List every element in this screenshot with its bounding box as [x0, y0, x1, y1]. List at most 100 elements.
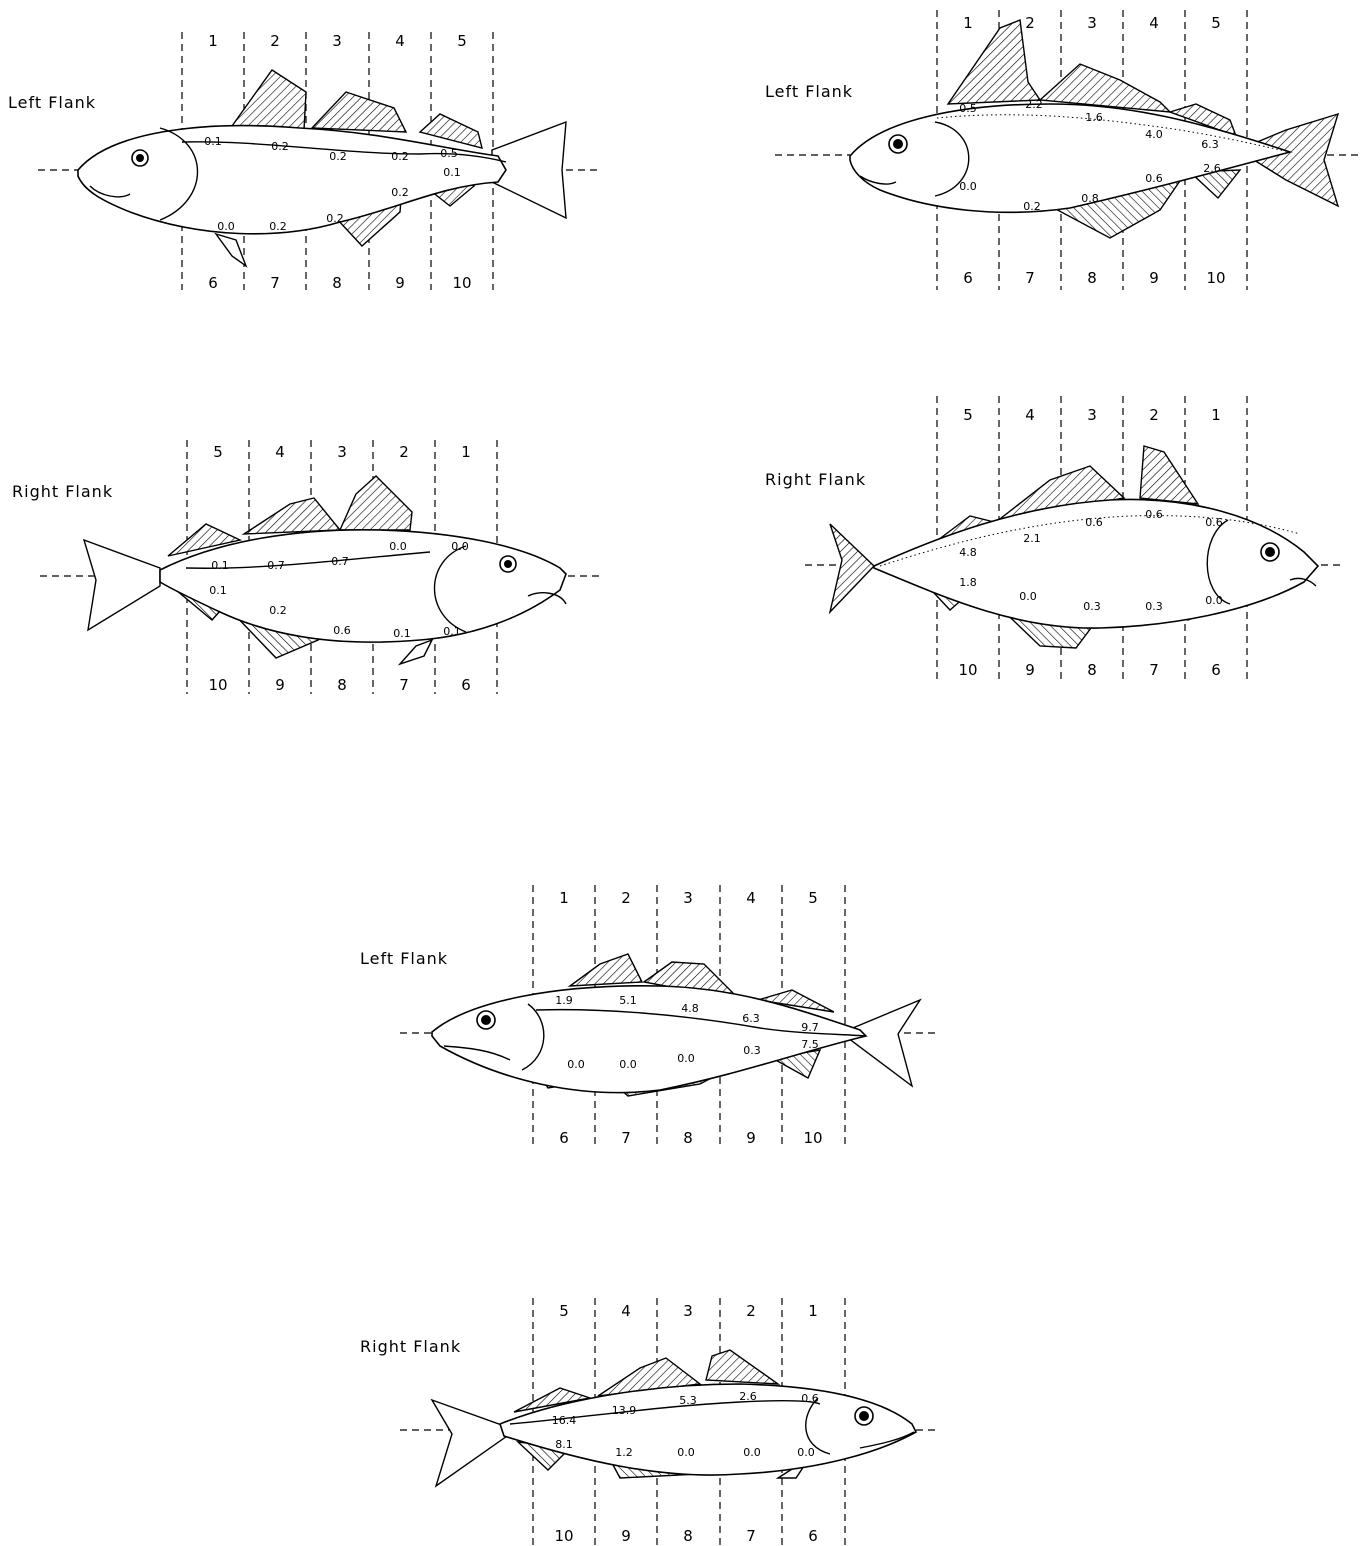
- value-label: 2.6: [739, 1390, 757, 1403]
- value-label: 0.0: [217, 220, 235, 233]
- value-label: 0.5: [440, 147, 458, 160]
- panel-whiting-right: Right Flank 5 4 3: [360, 1298, 940, 1546]
- zone-label: 5: [808, 889, 818, 907]
- lower-zone-labels: 6 7 8 9 10: [963, 269, 1225, 287]
- zone-label: 10: [803, 1129, 822, 1147]
- zone-label: 7: [1025, 269, 1035, 287]
- zone-label: 7: [399, 676, 409, 694]
- value-label: 2.2: [1025, 98, 1043, 111]
- value-label: 0.1: [211, 559, 229, 572]
- value-label: 0.3: [1083, 600, 1101, 613]
- zone-label: 6: [559, 1129, 569, 1147]
- value-label: 4.8: [959, 546, 977, 559]
- zone-label: 4: [621, 1302, 631, 1320]
- zone-label: 2: [1149, 406, 1159, 424]
- value-label: 5.3: [679, 1394, 697, 1407]
- value-label: 0.6: [1145, 508, 1163, 521]
- zone-label: 9: [746, 1129, 756, 1147]
- value-label: 0.0: [959, 180, 977, 193]
- value-label: 0.6: [801, 1392, 819, 1405]
- panel-cod-left: Left Flank 1 2 3: [8, 32, 600, 292]
- value-label: 0.3: [743, 1044, 761, 1057]
- zone-label: 7: [1149, 661, 1159, 679]
- zone-label: 8: [683, 1129, 693, 1147]
- zone-label: 8: [683, 1527, 693, 1545]
- value-label: 6.3: [742, 1012, 760, 1025]
- zone-label: 9: [275, 676, 285, 694]
- value-label: 4.0: [1145, 128, 1163, 141]
- zone-label: 1: [559, 889, 569, 907]
- zone-label: 3: [683, 1302, 693, 1320]
- zone-label: 7: [746, 1527, 756, 1545]
- zone-label: 3: [683, 889, 693, 907]
- zone-label: 6: [1211, 661, 1221, 679]
- value-label: 0.1: [209, 584, 227, 597]
- zone-label: 10: [1206, 269, 1225, 287]
- flank-label: Right Flank: [12, 482, 113, 501]
- zone-label: 8: [1087, 661, 1097, 679]
- value-label: 0.2: [269, 604, 287, 617]
- zone-label: 2: [621, 889, 631, 907]
- upper-zone-labels: 5 4 3 2 1: [559, 1302, 818, 1320]
- value-label: 0.2: [326, 212, 344, 225]
- value-label: 1.2: [615, 1446, 633, 1459]
- value-label: 0.6: [333, 624, 351, 637]
- flank-label: Left Flank: [8, 93, 96, 112]
- value-label: 0.7: [267, 559, 285, 572]
- zone-label: 8: [332, 274, 342, 292]
- lower-zone-labels: 10 9 8 7 6: [554, 1527, 817, 1545]
- value-label: 0.5: [959, 102, 977, 115]
- zone-label: 6: [208, 274, 218, 292]
- value-label: 7.5: [801, 1038, 819, 1051]
- value-label: 0.1: [443, 166, 461, 179]
- lower-zone-labels: 6 7 8 9 10: [559, 1129, 822, 1147]
- flank-label: Right Flank: [360, 1337, 461, 1356]
- zone-label: 3: [332, 32, 342, 50]
- zone-label: 5: [559, 1302, 569, 1320]
- value-label: 0.3: [1145, 600, 1163, 613]
- value-label: 16.4: [552, 1414, 577, 1427]
- zone-label: 9: [1149, 269, 1159, 287]
- panel-whiting-left: Left Flank 1 2 3: [360, 885, 940, 1147]
- value-label: 0.6: [1205, 516, 1223, 529]
- value-label: 13.9: [612, 1404, 637, 1417]
- panel-haddock-left: Left Flank 1 2 3: [765, 10, 1363, 290]
- zone-label: 2: [270, 32, 280, 50]
- value-label: 0.0: [677, 1446, 695, 1459]
- zone-label: 2: [399, 443, 409, 461]
- zone-label: 1: [1211, 406, 1221, 424]
- value-label: 1.9: [555, 994, 573, 1007]
- zone-label: 5: [457, 32, 467, 50]
- zone-label: 5: [963, 406, 973, 424]
- flank-label: Left Flank: [765, 82, 853, 101]
- zone-label: 9: [1025, 661, 1035, 679]
- zone-label: 1: [963, 14, 973, 32]
- value-label: 2.6: [1203, 162, 1221, 175]
- zone-label: 2: [746, 1302, 756, 1320]
- value-label: 0.2: [1023, 200, 1041, 213]
- zone-label: 8: [337, 676, 347, 694]
- value-label: 0.0: [451, 540, 469, 553]
- value-label: 0.2: [269, 220, 287, 233]
- upper-zone-labels: 5 4 3 2 1: [213, 443, 471, 461]
- zone-label: 4: [1025, 406, 1035, 424]
- value-label: 0.2: [391, 150, 409, 163]
- zone-label: 6: [808, 1527, 818, 1545]
- zone-label: 5: [1211, 14, 1221, 32]
- zone-label: 10: [554, 1527, 573, 1545]
- value-label: 0.0: [743, 1446, 761, 1459]
- value-label: 0.6: [1085, 516, 1103, 529]
- zone-label: 6: [461, 676, 471, 694]
- value-label: 0.1: [393, 627, 411, 640]
- zone-label: 1: [461, 443, 471, 461]
- value-label: 6.3: [1201, 138, 1219, 151]
- value-label: 0.1: [443, 625, 461, 638]
- value-label: 0.0: [619, 1058, 637, 1071]
- value-label: 9.7: [801, 1021, 819, 1034]
- zone-label: 4: [746, 889, 756, 907]
- zone-label: 4: [275, 443, 285, 461]
- value-label: 0.6: [1145, 172, 1163, 185]
- zone-label: 9: [621, 1527, 631, 1545]
- zone-label: 10: [452, 274, 471, 292]
